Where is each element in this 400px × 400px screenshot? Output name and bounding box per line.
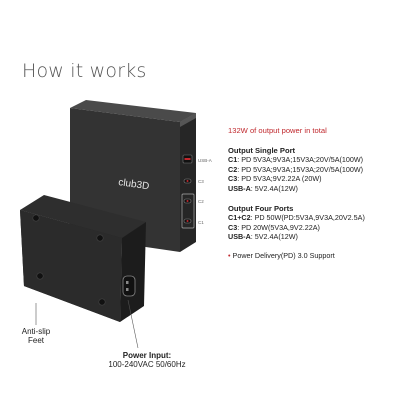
- four-port-line: C3: PD 20W(5V3A,9V2.22A): [228, 222, 320, 232]
- port-group-c1-c2: [181, 193, 195, 229]
- four-port-line: C1+C2: PD 50W(PD:5V3A,9V3A,20V2.5A): [228, 213, 365, 223]
- brand-text: club3D: [118, 177, 150, 192]
- port-label-c2: C2: [198, 199, 204, 204]
- single-port-line: USB-A: 5V2.4A(12W): [228, 183, 298, 193]
- note-text: Power Delivery(PD) 3.0 Support: [230, 250, 335, 260]
- specs-panel: 132W of output power in total Output Sin…: [228, 126, 396, 261]
- total-power-headline: 132W of output power in total: [228, 126, 327, 135]
- four-port-line: USB-A: 5V2.4A(12W): [228, 232, 298, 242]
- port-usb-a: [182, 154, 193, 164]
- antislip-foot: [32, 214, 40, 222]
- single-port-line: C2: PD 5V3A;9V3A;15V3A;20V/5A(100W): [228, 164, 364, 174]
- power-input-title: Power Input:: [122, 351, 172, 360]
- power-callout-line: [127, 299, 139, 349]
- four-ports-heading: Output Four Ports: [228, 203, 294, 213]
- single-port-line: C1: PD 5V3A;9V3A;15V3A;20V/5A(100W): [228, 155, 364, 165]
- power-input-callout: Power Input: 100-240VAC 50/60Hz: [92, 351, 202, 369]
- single-port-line: C3: PD 5V3A;9V2.22A (20W): [228, 174, 322, 184]
- antislip-label-line2: Feet: [27, 336, 44, 345]
- antislip-foot: [98, 298, 106, 306]
- page-title: How it works: [22, 60, 147, 82]
- antislip-foot: [36, 272, 44, 280]
- antislip-label-line1: Anti-slip: [21, 327, 51, 336]
- power-socket: [122, 275, 136, 297]
- port-label-c1: C1: [198, 220, 204, 225]
- port-label-usb-a: USB-A: [198, 158, 212, 163]
- antislip-foot: [96, 234, 104, 242]
- pd-support-note: • Power Delivery(PD) 3.0 Support: [228, 251, 396, 261]
- brand-logo: club3D: [118, 177, 150, 192]
- power-input-value: 100-240VAC 50/60Hz: [108, 360, 186, 369]
- port-c3: [183, 178, 192, 184]
- note-bullet: •: [228, 250, 231, 260]
- port-label-c3: C3: [198, 179, 204, 184]
- antislip-callout: Anti-slip Feet: [14, 327, 58, 345]
- single-port-heading: Output Single Port: [228, 145, 296, 155]
